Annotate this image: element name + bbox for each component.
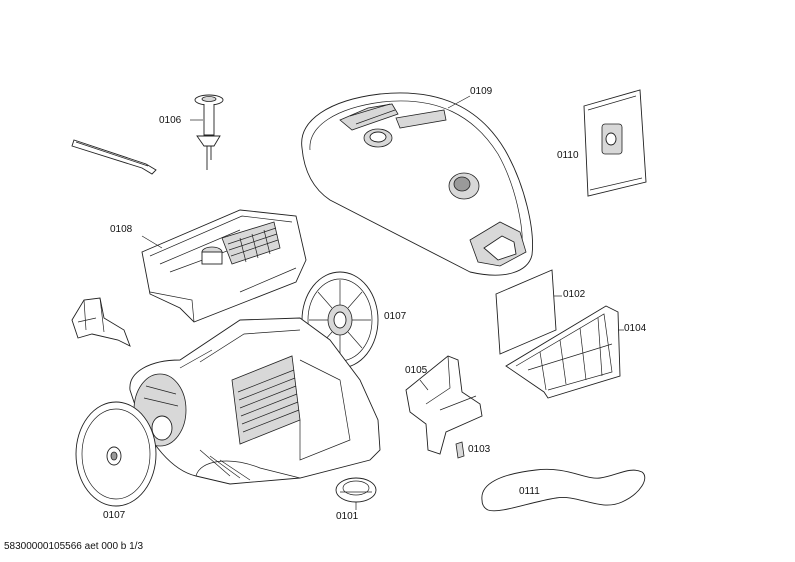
- part-0110-filter-bag: [583, 89, 647, 197]
- part-0109-top-cover: [301, 92, 533, 276]
- bracket-part: [71, 297, 131, 347]
- part-label-0104: 0104: [624, 323, 647, 334]
- part-label-0110: 0110: [557, 150, 579, 161]
- part-label-0102: 0102: [563, 289, 586, 300]
- part-label-0107-left: 0107: [103, 510, 126, 521]
- part-label-0103: 0103: [468, 444, 491, 455]
- part-0108-filter-housing: [141, 209, 307, 323]
- part-0106-knob: [190, 94, 224, 170]
- part-0107-wheel-left: [75, 401, 157, 507]
- hose-strip-part: [71, 139, 157, 175]
- part-0104-filter-frame: [505, 305, 624, 399]
- part-0101-ring: [335, 477, 377, 510]
- part-label-0111: 0111: [519, 486, 540, 497]
- part-label-0106: 0106: [159, 115, 182, 126]
- part-label-0108: 0108: [110, 224, 133, 235]
- part-label-0109: 0109: [470, 86, 493, 97]
- part-label-0107-right: 0107: [384, 311, 407, 322]
- part-label-0101: 0101: [336, 511, 359, 522]
- part-0102-filter-sheet: [495, 269, 562, 355]
- part-0103-clip: [455, 441, 465, 459]
- document-reference-footer: 58300000105566 aet 000 b 1/3: [4, 541, 144, 552]
- part-0105-holder: [405, 355, 483, 455]
- part-label-0105: 0105: [405, 365, 428, 376]
- part-0111-gasket: [481, 468, 646, 512]
- main-body-part: [129, 317, 381, 485]
